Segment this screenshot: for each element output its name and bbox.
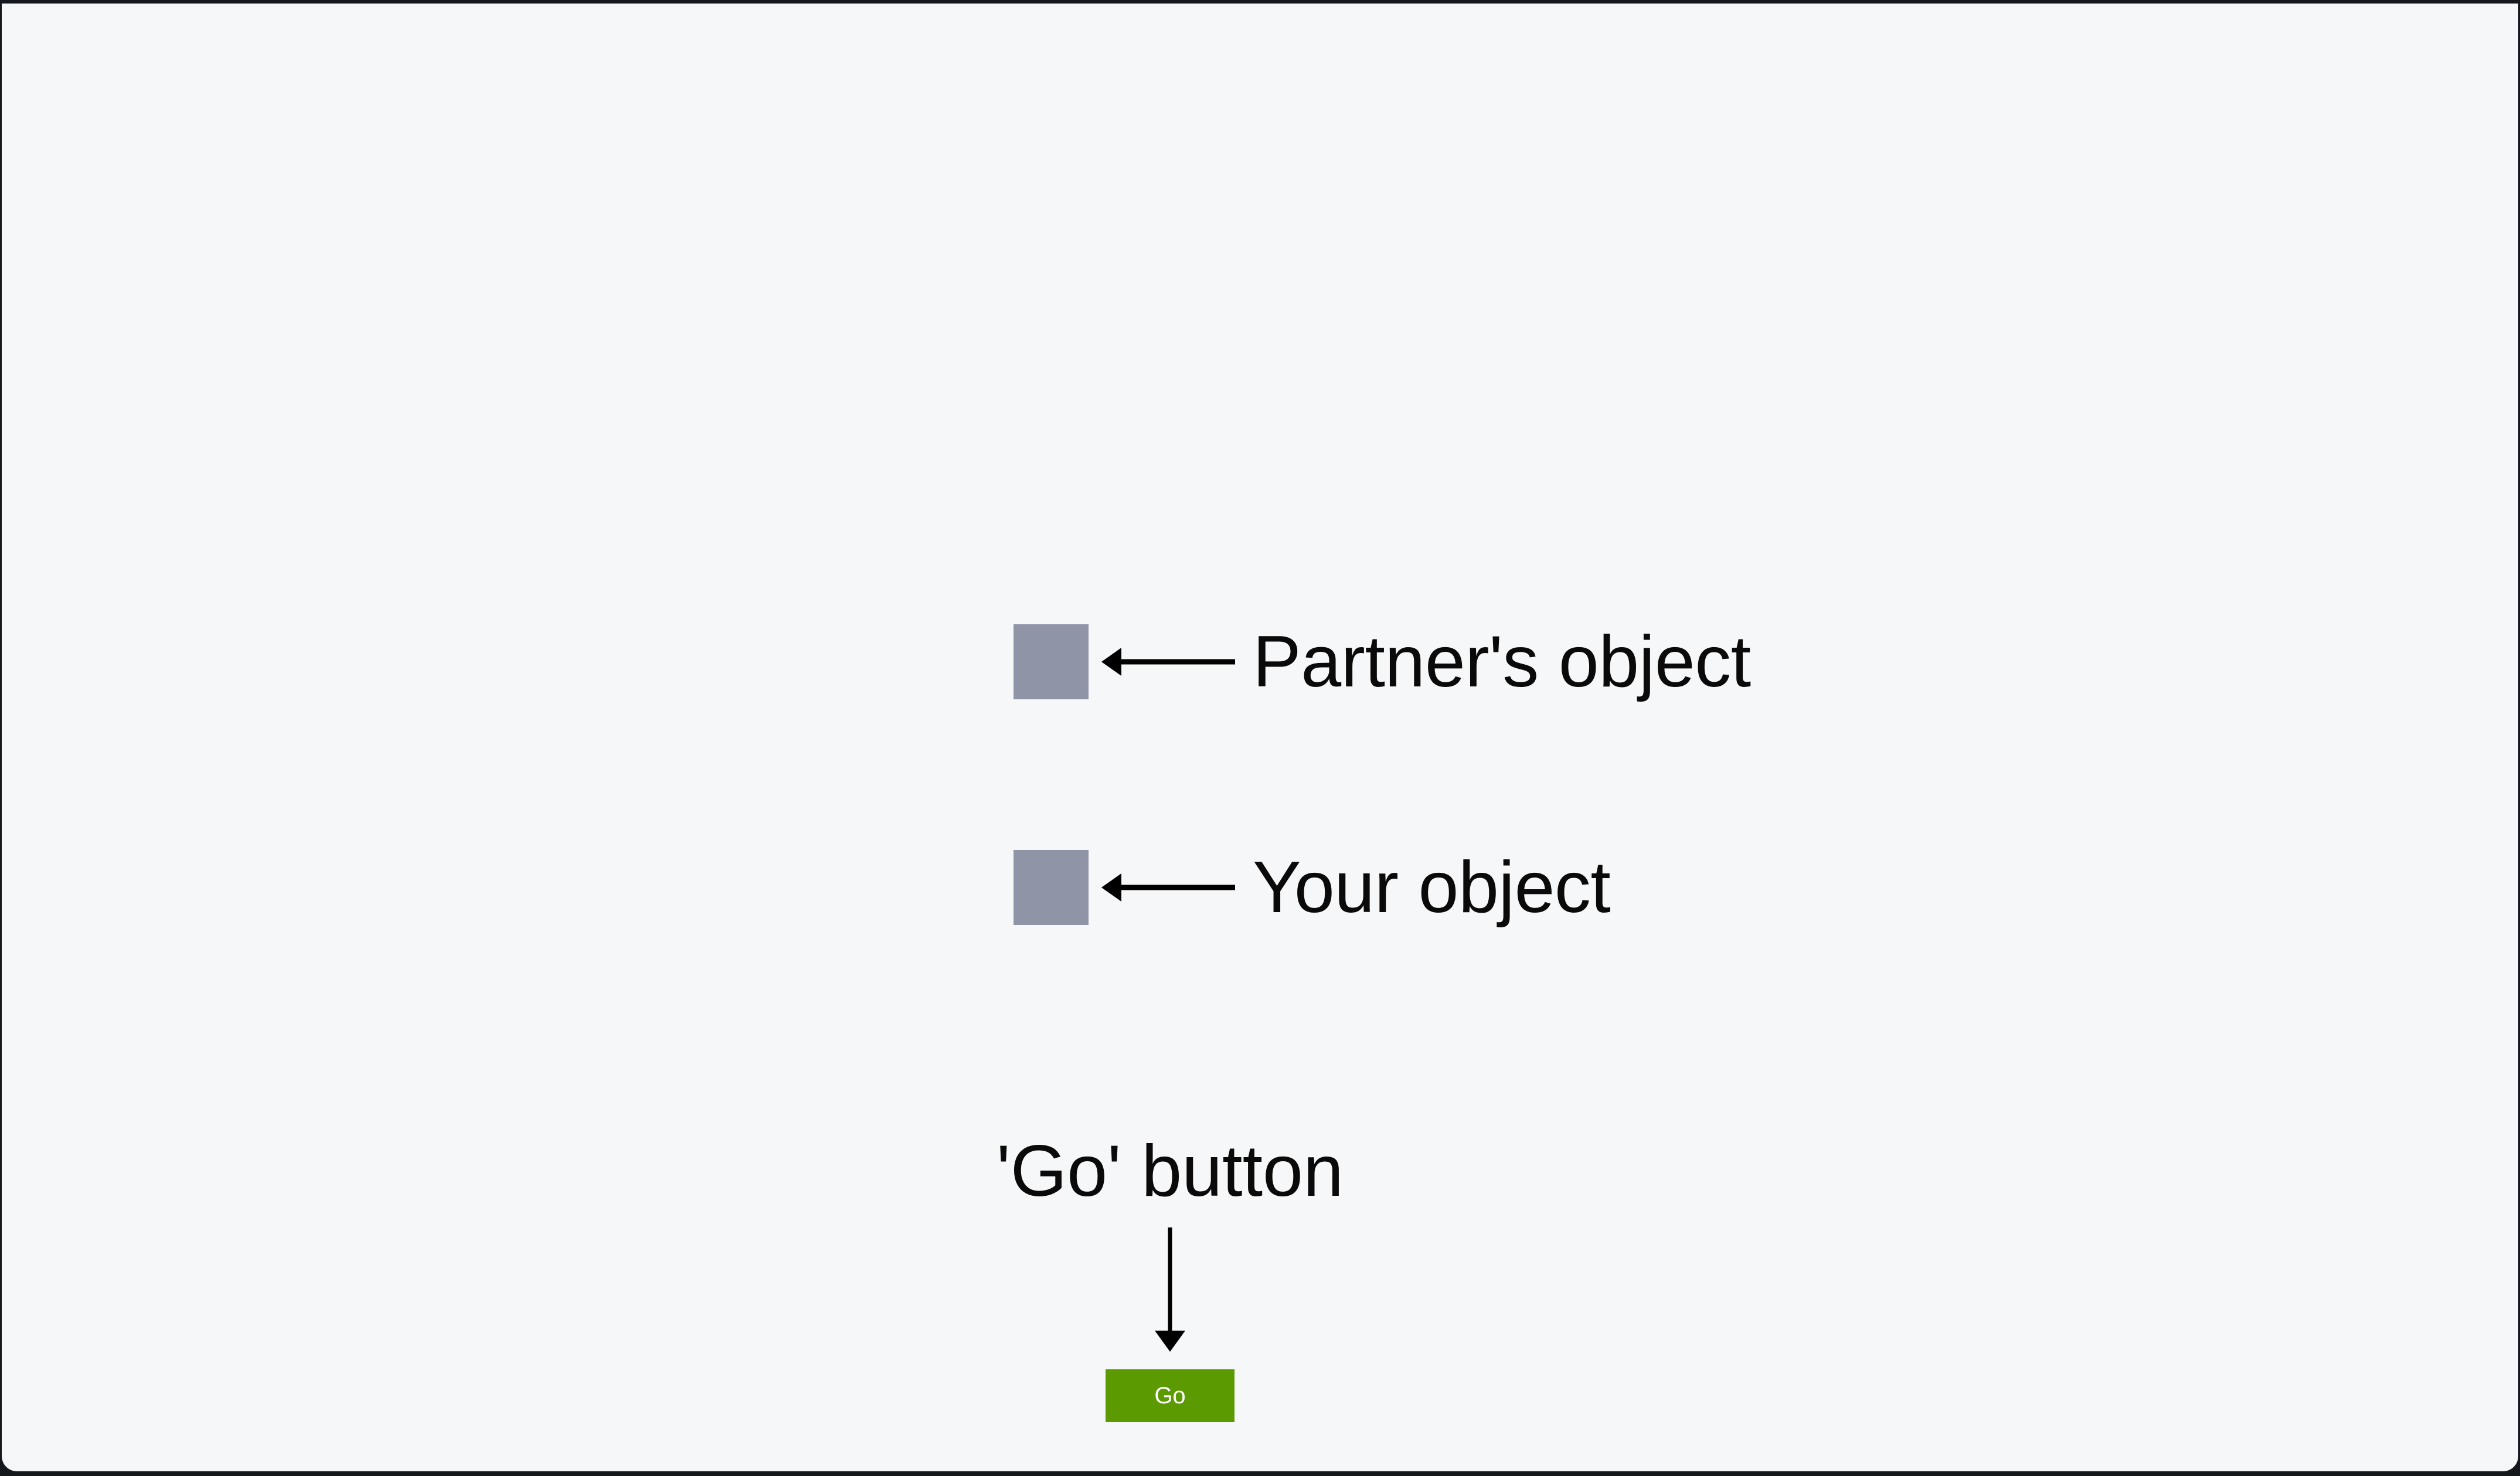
center-stage	[212, 4, 2308, 1471]
page-viewport: Partner's object Your object 'Go' button…	[2, 4, 2518, 1471]
your-object-swatch[interactable]	[1014, 850, 1089, 925]
arrow-down-icon	[1155, 1227, 1185, 1352]
partner-object-swatch[interactable]	[1014, 624, 1089, 699]
go-button-callout-label: 'Go' button	[997, 1131, 1344, 1212]
arrow-left-icon	[1101, 873, 1235, 902]
partner-object-label: Partner's object	[1253, 621, 1751, 702]
arrow-left-icon	[1101, 648, 1235, 676]
your-object-label: Your object	[1253, 847, 1611, 928]
your-object-callout: Your object	[1014, 847, 1611, 928]
partner-object-callout: Partner's object	[1014, 624, 1751, 699]
go-button-callout: 'Go' button Go	[877, 1135, 1463, 1422]
go-button[interactable]: Go	[1106, 1369, 1235, 1422]
